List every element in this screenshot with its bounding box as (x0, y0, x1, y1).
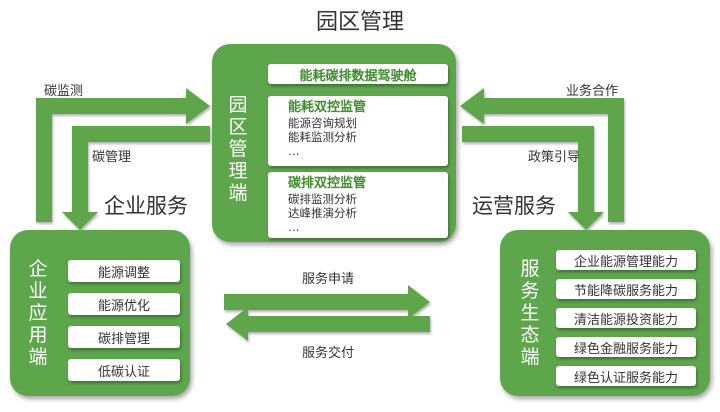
label-service-request: 服务申请 (302, 272, 355, 287)
carbon-control-line: 碳排监测分析 (288, 192, 357, 206)
enterprise-item: 能源调整 (68, 260, 180, 282)
energy-control-card: 能耗双控监管 能源咨询规划 能耗监测分析 … (268, 96, 448, 166)
enterprise-item: 碳排管理 (68, 326, 180, 348)
arrow-business-coop (460, 88, 624, 222)
service-item: 绿色金融服务能力 (556, 337, 696, 357)
energy-control-line: 能源咨询规划 (288, 116, 357, 130)
service-ecology-panel: 服务生态端 企业能源管理能力 节能降碳服务能力 清洁能源投资能力 绿色金融服务能… (500, 230, 710, 396)
park-management-panel: 园区管理端 能耗碳排数据驾驶舱 能耗双控监管 能源咨询规划 能耗监测分析 … 碳… (212, 44, 456, 242)
carbon-control-line: … (288, 220, 300, 234)
service-item: 绿色认证服务能力 (556, 366, 696, 386)
service-item: 清洁能源投资能力 (556, 308, 696, 328)
page-title: 园区管理 (315, 10, 404, 35)
enterprise-app-title: 企业应用端 (28, 258, 48, 368)
carbon-control-line: 达峰推演分析 (288, 206, 357, 220)
label-enterprise-service: 企业服务 (104, 194, 188, 218)
energy-control-line: … (288, 144, 300, 158)
label-policy-guide: 政策引导 (528, 150, 581, 165)
enterprise-item: 低碳认证 (68, 359, 180, 381)
arrow-service-request (224, 285, 430, 319)
arrow-carbon-monitor (36, 88, 210, 222)
service-item: 节能降碳服务能力 (556, 279, 696, 299)
enterprise-item: 能源优化 (68, 293, 180, 315)
arrow-policy-guide (462, 126, 604, 230)
service-ecology-title: 服务生态端 (520, 258, 540, 368)
carbon-control-card: 碳排双控监管 碳排监测分析 达峰推演分析 … (268, 172, 448, 238)
label-operation-service: 运营服务 (472, 194, 556, 218)
label-business-coop: 业务合作 (566, 84, 619, 99)
data-cockpit-bar: 能耗碳排数据驾驶舱 (268, 64, 448, 84)
label-carbon-monitor: 碳监测 (44, 84, 84, 99)
label-carbon-manage: 碳管理 (92, 150, 132, 165)
data-cockpit-label: 能耗碳排数据驾驶舱 (299, 68, 417, 84)
label-service-delivery: 服务交付 (302, 346, 355, 361)
arrow-service-delivery (226, 307, 430, 341)
carbon-control-heading: 碳排双控监管 (288, 176, 367, 191)
arrow-carbon-manage (62, 126, 210, 230)
park-management-title: 园区管理端 (228, 94, 248, 204)
energy-control-line: 能耗监测分析 (288, 130, 357, 144)
enterprise-app-panel: 企业应用端 能源调整 能源优化 碳排管理 低碳认证 (10, 230, 190, 396)
service-item: 企业能源管理能力 (556, 250, 696, 270)
energy-control-heading: 能耗双控监管 (288, 100, 367, 115)
